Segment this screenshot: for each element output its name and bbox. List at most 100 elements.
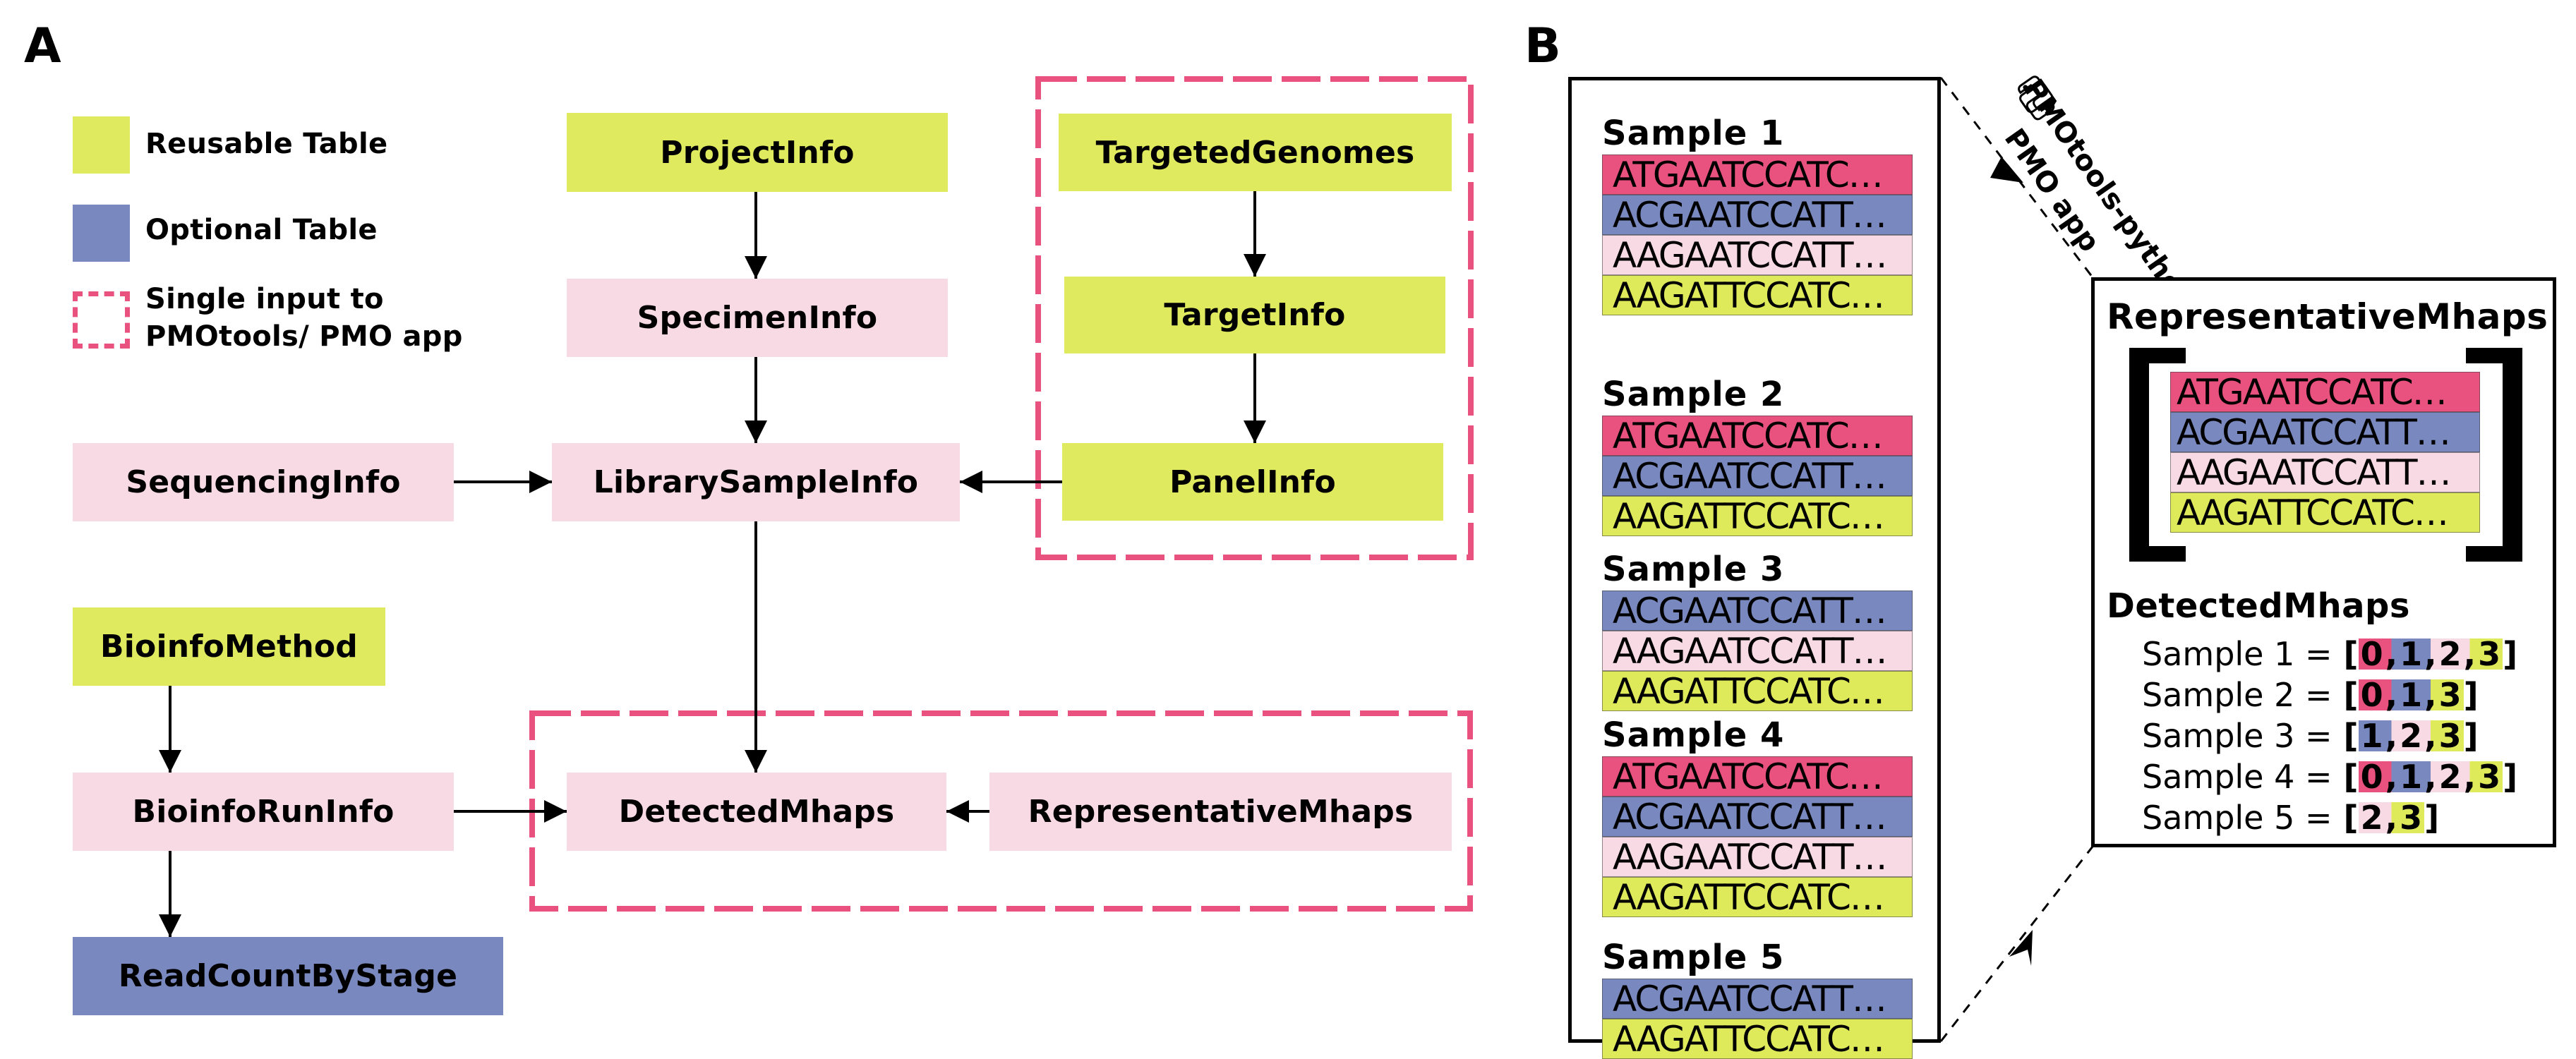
- close-bracket: ]: [2503, 635, 2518, 673]
- connector-bottom-arrowhead: [2009, 930, 2033, 966]
- sequence-row: ACGAATCCATT…: [1602, 979, 1913, 1019]
- separator: ,: [2385, 758, 2398, 796]
- representative-mhaps-title: RepresentativeMhaps: [2107, 296, 2548, 337]
- separator: ,: [2424, 758, 2437, 796]
- close-bracket: ]: [2424, 799, 2440, 837]
- separator: ,: [2424, 717, 2437, 755]
- open-bracket: [: [2343, 676, 2359, 714]
- mhaps-summary-box: RepresentativeMhaps ATGAATCCATC…ACGAATCC…: [2091, 277, 2556, 847]
- node-label: ProjectInfo: [660, 134, 855, 171]
- sequence-row: ATGAATCCATC…: [1602, 155, 1913, 195]
- sequence-row: ACGAATCCATT…: [1602, 797, 1913, 837]
- node-bioinfo-run-info[interactable]: BioinfoRunInfo: [73, 773, 454, 851]
- node-library-sample-info[interactable]: LibrarySampleInfo: [552, 443, 960, 521]
- sample-title: Sample 5: [1602, 938, 1785, 977]
- mhap-index-array: [2,3]: [2344, 797, 2440, 838]
- node-label: ReadCountByStage: [118, 958, 458, 994]
- mhap-index-cell: 1: [2397, 638, 2425, 670]
- mhap-index-cell: 2: [2436, 638, 2464, 670]
- mhap-index-cell: 2: [2436, 761, 2464, 793]
- node-sequencing-info[interactable]: SequencingInfo: [73, 443, 454, 521]
- sequence-row: AAGATTCCATC…: [1602, 496, 1913, 536]
- node-read-count-by-stage[interactable]: ReadCountByStage: [73, 937, 503, 1015]
- node-targeted-genomes[interactable]: TargetedGenomes: [1059, 114, 1452, 191]
- sequence-row: AAGATTCCATC…: [1602, 275, 1913, 315]
- sequence-row: ATGAATCCATC…: [1602, 416, 1913, 456]
- left-bracket-icon: [2129, 348, 2186, 562]
- node-label: BioinfoRunInfo: [132, 794, 395, 830]
- node-target-info[interactable]: TargetInfo: [1064, 277, 1445, 353]
- node-label: DetectedMhaps: [618, 794, 895, 830]
- mhap-index-array: [0,1,3]: [2344, 674, 2479, 715]
- mhap-index-array: [1,2,3]: [2344, 715, 2479, 756]
- detected-sample-label: Sample 2 =: [2142, 676, 2333, 714]
- connector-top: [1939, 77, 2094, 278]
- detected-sample-label: Sample 1 =: [2142, 635, 2333, 673]
- mhap-index-cell: 3: [2436, 720, 2464, 752]
- sequence-row: AAGAATCCATT…: [1602, 837, 1913, 877]
- representative-mhaps-list: ATGAATCCATC…ACGAATCCATT…AAGAATCCATT…AAGA…: [2170, 372, 2480, 533]
- mhap-index-cell: 0: [2358, 761, 2385, 793]
- node-panel-info[interactable]: PanelInfo: [1062, 443, 1443, 521]
- mhap-index-cell: 3: [2476, 638, 2503, 670]
- mhap-index-array: [0,1,2,3]: [2344, 634, 2518, 674]
- node-project-info[interactable]: ProjectInfo: [567, 113, 948, 192]
- detected-sample-label: Sample 4 =: [2142, 758, 2333, 796]
- separator: ,: [2424, 635, 2437, 673]
- sample-title: Sample 2: [1602, 375, 1785, 414]
- separator: ,: [2385, 676, 2398, 714]
- legend-optional-label: Optional Table: [145, 214, 378, 246]
- mhap-index-array: [0,1,2,3]: [2344, 756, 2518, 797]
- mhap-index-cell: 0: [2358, 638, 2385, 670]
- open-bracket: [: [2343, 758, 2359, 796]
- sample-title: Sample 1: [1602, 114, 1785, 153]
- close-bracket: ]: [2463, 717, 2479, 755]
- sequence-row: AAGATTCCATC…: [1602, 1019, 1913, 1059]
- node-label: PanelInfo: [1169, 464, 1336, 500]
- open-bracket: [: [2343, 635, 2359, 673]
- legend-single-input-line1: Single input to: [145, 283, 384, 315]
- mhap-index-cell: 3: [2436, 679, 2464, 711]
- detected-sample-label: Sample 5 =: [2142, 799, 2333, 837]
- separator: ,: [2463, 635, 2476, 673]
- sample-title: Sample 3: [1602, 550, 1785, 589]
- legend-single-input-swatch: [73, 291, 130, 349]
- mhap-index-cell: 2: [2358, 801, 2385, 834]
- node-label: SpecimenInfo: [637, 300, 878, 336]
- panel-b-label: B: [1524, 18, 1561, 74]
- connector-bottom: [1939, 846, 2094, 1042]
- node-label: RepresentativeMhaps: [1028, 794, 1414, 830]
- detected-mhaps-line: Sample 5 = [2,3]: [2142, 797, 2439, 838]
- node-detected-mhaps[interactable]: DetectedMhaps: [567, 773, 946, 851]
- node-label: BioinfoMethod: [100, 629, 358, 665]
- sequence-row: ACGAATCCATT…: [1602, 456, 1913, 496]
- legend-single-input-line2: PMOtools/ PMO app: [145, 320, 463, 353]
- right-bracket-icon: [2466, 348, 2522, 562]
- separator: ,: [2385, 635, 2398, 673]
- detected-mhaps-line: Sample 3 =[1,2,3]: [2142, 715, 2479, 756]
- legend-reusable-swatch: [73, 116, 130, 174]
- node-representative-mhaps[interactable]: RepresentativeMhaps: [989, 773, 1452, 851]
- detected-mhaps-line: Sample 1 =[0,1,2,3]: [2142, 634, 2517, 674]
- representative-sequence-row: ACGAATCCATT…: [2170, 412, 2480, 452]
- node-label: TargetedGenomes: [1095, 134, 1415, 171]
- detected-mhaps-title: DetectedMhaps: [2107, 586, 2410, 626]
- node-bioinfo-method[interactable]: BioinfoMethod: [73, 607, 385, 686]
- node-label: LibrarySampleInfo: [593, 464, 919, 500]
- separator: ,: [2385, 717, 2398, 755]
- node-label: SequencingInfo: [126, 464, 401, 500]
- detected-mhaps-line: Sample 2 =[0,1,3]: [2142, 674, 2479, 715]
- sample-title: Sample 4: [1602, 715, 1785, 755]
- sequence-row: AAGAATCCATT…: [1602, 631, 1913, 671]
- mhap-index-cell: 1: [2358, 720, 2385, 752]
- sequence-row: AAGATTCCATC…: [1602, 671, 1913, 711]
- node-specimen-info[interactable]: SpecimenInfo: [567, 279, 948, 357]
- separator: ,: [2385, 799, 2398, 837]
- representative-sequence-row: AAGATTCCATC…: [2170, 492, 2480, 533]
- node-label: TargetInfo: [1164, 297, 1346, 333]
- close-bracket: ]: [2503, 758, 2518, 796]
- mhap-index-cell: 1: [2397, 761, 2425, 793]
